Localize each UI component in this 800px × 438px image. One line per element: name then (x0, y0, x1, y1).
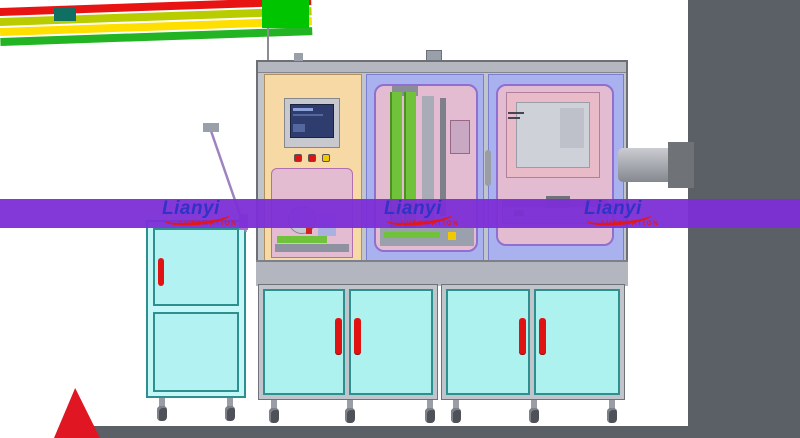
caster-wheel (424, 400, 436, 424)
caster-wheel (606, 400, 618, 424)
mechanism-belt (277, 236, 327, 243)
mechanism-red-dot (306, 228, 312, 234)
feeder-collar (668, 142, 694, 188)
brand-subtitle: AUTOMATION (400, 220, 460, 227)
door-handle (519, 318, 526, 354)
side-cabinet-door-top (153, 228, 239, 306)
door-handle (335, 318, 342, 354)
green-block-stem (267, 28, 269, 62)
bottom-belt (384, 232, 440, 238)
label-line (508, 112, 524, 114)
door-handle (158, 258, 164, 286)
brand-subtitle: AUTOMATION (600, 220, 660, 227)
door-handle (354, 318, 361, 354)
door-handle (539, 318, 546, 354)
panel-button-3 (322, 154, 330, 162)
red-wedge (54, 388, 100, 438)
cabinet-door (349, 289, 433, 395)
hmi-screen-line (293, 108, 313, 111)
roof-box-small (294, 53, 303, 61)
label-line (508, 117, 520, 119)
caster-wheel (344, 400, 356, 424)
watermark-band (0, 199, 800, 228)
inner-panel-shade (560, 108, 584, 148)
brand-text: Lianyi (384, 198, 442, 219)
bottom-dark-band (92, 426, 800, 438)
cabinet-door (263, 289, 345, 395)
bay-door-handle (485, 150, 491, 186)
watermark-logo: Lianyi AUTOMATION (584, 199, 684, 229)
brand-subtitle: AUTOMATION (178, 220, 238, 227)
cabinet-door (446, 289, 530, 395)
mechanism-widget (450, 120, 470, 154)
brand-text: Lianyi (584, 198, 642, 219)
hmi-screen-widget (293, 124, 305, 132)
teal-block (54, 8, 76, 21)
caster-wheel (450, 400, 462, 424)
caster-wheel (156, 398, 168, 422)
panel-button-2 (308, 154, 316, 162)
caster-wheel (224, 398, 236, 422)
caster-wheel (268, 400, 280, 424)
watermark-logo: Lianyi AUTOMATION (384, 199, 484, 229)
green-block (262, 0, 309, 28)
side-cabinet-door-bottom (153, 312, 239, 392)
brand-text: Lianyi (162, 198, 220, 219)
mechanism-yellow-bit (448, 232, 456, 240)
caster-wheel (528, 400, 540, 424)
hmi-screen-line (293, 114, 323, 116)
machine-top-beam (258, 62, 626, 73)
roof-box (426, 50, 442, 61)
cabinet-door (534, 289, 620, 395)
mechanism-rod (440, 98, 446, 216)
feeder-cylinder (618, 148, 676, 182)
panel-button-1 (294, 154, 302, 162)
motor-block (392, 86, 418, 96)
mechanism-column (422, 96, 434, 222)
mechanism-baseplate (275, 244, 349, 252)
watermark-logo: Lianyi AUTOMATION (162, 199, 262, 229)
machine-table-band (256, 260, 628, 286)
